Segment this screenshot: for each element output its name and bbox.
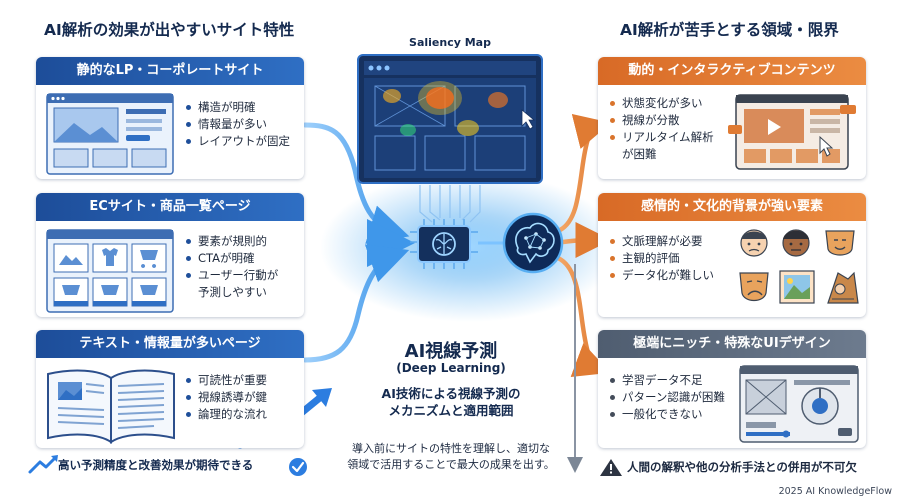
card-title: 極端にニッチ・特殊なUIデザイン xyxy=(598,330,866,358)
left-heading: AI解析の効果が出やすいサイト特性 xyxy=(44,21,295,39)
card-title: ECサイト・商品一覧ページ xyxy=(36,193,304,221)
arrow-brain-to-card1 xyxy=(557,114,612,233)
faces-masks-icon xyxy=(739,229,859,304)
card-static-lp: 静的なLP・コーポレートサイト 構造が明確 情報量が多い レイアウトが固定 xyxy=(36,57,304,179)
right-heading: AI解析が苦手とする領域・限界 xyxy=(620,21,839,39)
brain-network-icon xyxy=(502,212,564,274)
credit-text: 2025 AI KnowledgeFlow xyxy=(778,486,892,497)
center-title: AI視線予測 xyxy=(404,341,498,362)
card-title: 静的なLP・コーポレートサイト xyxy=(36,57,304,85)
monitor-to-chip-lines xyxy=(419,185,481,223)
chip-brain-icon xyxy=(410,219,478,269)
product-grid-icon xyxy=(46,229,174,313)
center-desc-line: メカニズムと適用範囲 xyxy=(388,403,514,418)
check-circle-icon xyxy=(289,458,307,476)
card-title: 動的・インタラクティブコンテンツ xyxy=(598,57,866,85)
card-bullets: 状態変化が多い 視線が分散 リアルタイム解析 が困難 xyxy=(610,95,714,163)
right-footer: 人間の解釈や他の分析手法との併用が不可欠 xyxy=(627,460,857,474)
bullet-item: 文脈理解が必要 xyxy=(610,233,714,250)
card-niche-ui: 極端にニッチ・特殊なUIデザイン 学習データ不足 パターン認識が困難 一般化でき… xyxy=(598,330,866,448)
bullet-item: 可読性が重要 xyxy=(186,372,267,389)
arrow-brain-to-card2 xyxy=(560,222,612,259)
bullet-item: 状態変化が多い xyxy=(610,95,714,112)
bullet-item: 構造が明確 xyxy=(186,99,290,116)
card-bullets: 構造が明確 情報量が多い レイアウトが固定 xyxy=(186,99,290,150)
card-bullets: 可読性が重要 視線誘導が鍵 論理的な流れ xyxy=(186,372,267,423)
bullet-item: が困難 xyxy=(622,147,657,161)
bullet-item: ユーザー行動が xyxy=(186,267,278,284)
card-title: 感情的・文化的背景が強い要素 xyxy=(598,193,866,221)
open-book-icon xyxy=(47,369,175,444)
card-emotional-cultural: 感情的・文化的背景が強い要素 文脈理解が必要 主観的評価 データ化が難しい xyxy=(598,193,866,317)
bullet-item: 予測しやすい xyxy=(198,285,267,299)
bullet-item: 要素が規則的 xyxy=(186,233,278,250)
bullet-item: 主観的評価 xyxy=(610,250,714,267)
card-text-heavy: テキスト・情報量が多いページ 可読性が重要 視線誘導が鍵 論理的な流れ xyxy=(36,330,304,448)
bullet-item: データ化が難しい xyxy=(610,267,714,284)
card-dynamic-content: 動的・インタラクティブコンテンツ 状態変化が多い 視線が分散 リアルタイム解析 … xyxy=(598,57,866,179)
center-description: AI技術による視線予測の メカニズムと適用範囲 xyxy=(346,385,556,419)
bullet-item: 学習データ不足 xyxy=(610,372,725,389)
center-desc-line: AI技術による視線予測の xyxy=(381,386,521,401)
center-subtitle: (Deep Learning) xyxy=(396,361,506,375)
bullet-item: 視線が分散 xyxy=(610,112,714,129)
website-layout-icon xyxy=(46,93,174,175)
warning-icon xyxy=(600,459,622,476)
arrow-brain-to-card3 xyxy=(555,255,611,377)
card-title: テキスト・情報量が多いページ xyxy=(36,330,304,358)
center-note-line: 導入前にサイトの特性を理解し、適切な xyxy=(352,442,550,455)
card-bullets: 学習データ不足 パターン認識が困難 一般化できない xyxy=(610,372,725,423)
center-note: 導入前にサイトの特性を理解し、適切な 領域で活用することで最大の成果を出す。 xyxy=(320,441,582,473)
left-footer: 高い予測精度と改善効果が期待できる xyxy=(58,458,254,472)
saliency-monitor xyxy=(357,54,543,184)
custom-ui-icon xyxy=(739,365,859,443)
center-note-line: 領域で活用することで最大の成果を出す。 xyxy=(347,458,555,471)
bullet-item: リアルタイム解析 xyxy=(610,129,714,146)
bullet-item: 論理的な流れ xyxy=(186,406,267,423)
bullet-item: 視線誘導が鍵 xyxy=(186,389,267,406)
card-ec-site: ECサイト・商品一覧ページ 要素が規則的 CTAが明確 ユーザー行動が 予測しや… xyxy=(36,193,304,317)
card-bullets: 要素が規則的 CTAが明確 ユーザー行動が 予測しやすい xyxy=(186,233,278,301)
bullet-item: レイアウトが固定 xyxy=(186,133,290,150)
video-player-icon xyxy=(728,94,856,170)
bullet-item: パターン認識が困難 xyxy=(610,389,725,406)
saliency-map-label: Saliency Map xyxy=(409,36,491,49)
arrow-card3-to-chip xyxy=(302,244,410,363)
bullet-item: CTAが明確 xyxy=(186,250,278,267)
bullet-item: 情報量が多い xyxy=(186,116,290,133)
cursor-icon xyxy=(521,109,536,130)
bullet-item: 一般化できない xyxy=(610,406,725,423)
card-bullets: 文脈理解が必要 主観的評価 データ化が難しい xyxy=(610,233,714,284)
trend-up-arrow-icon xyxy=(28,456,57,474)
